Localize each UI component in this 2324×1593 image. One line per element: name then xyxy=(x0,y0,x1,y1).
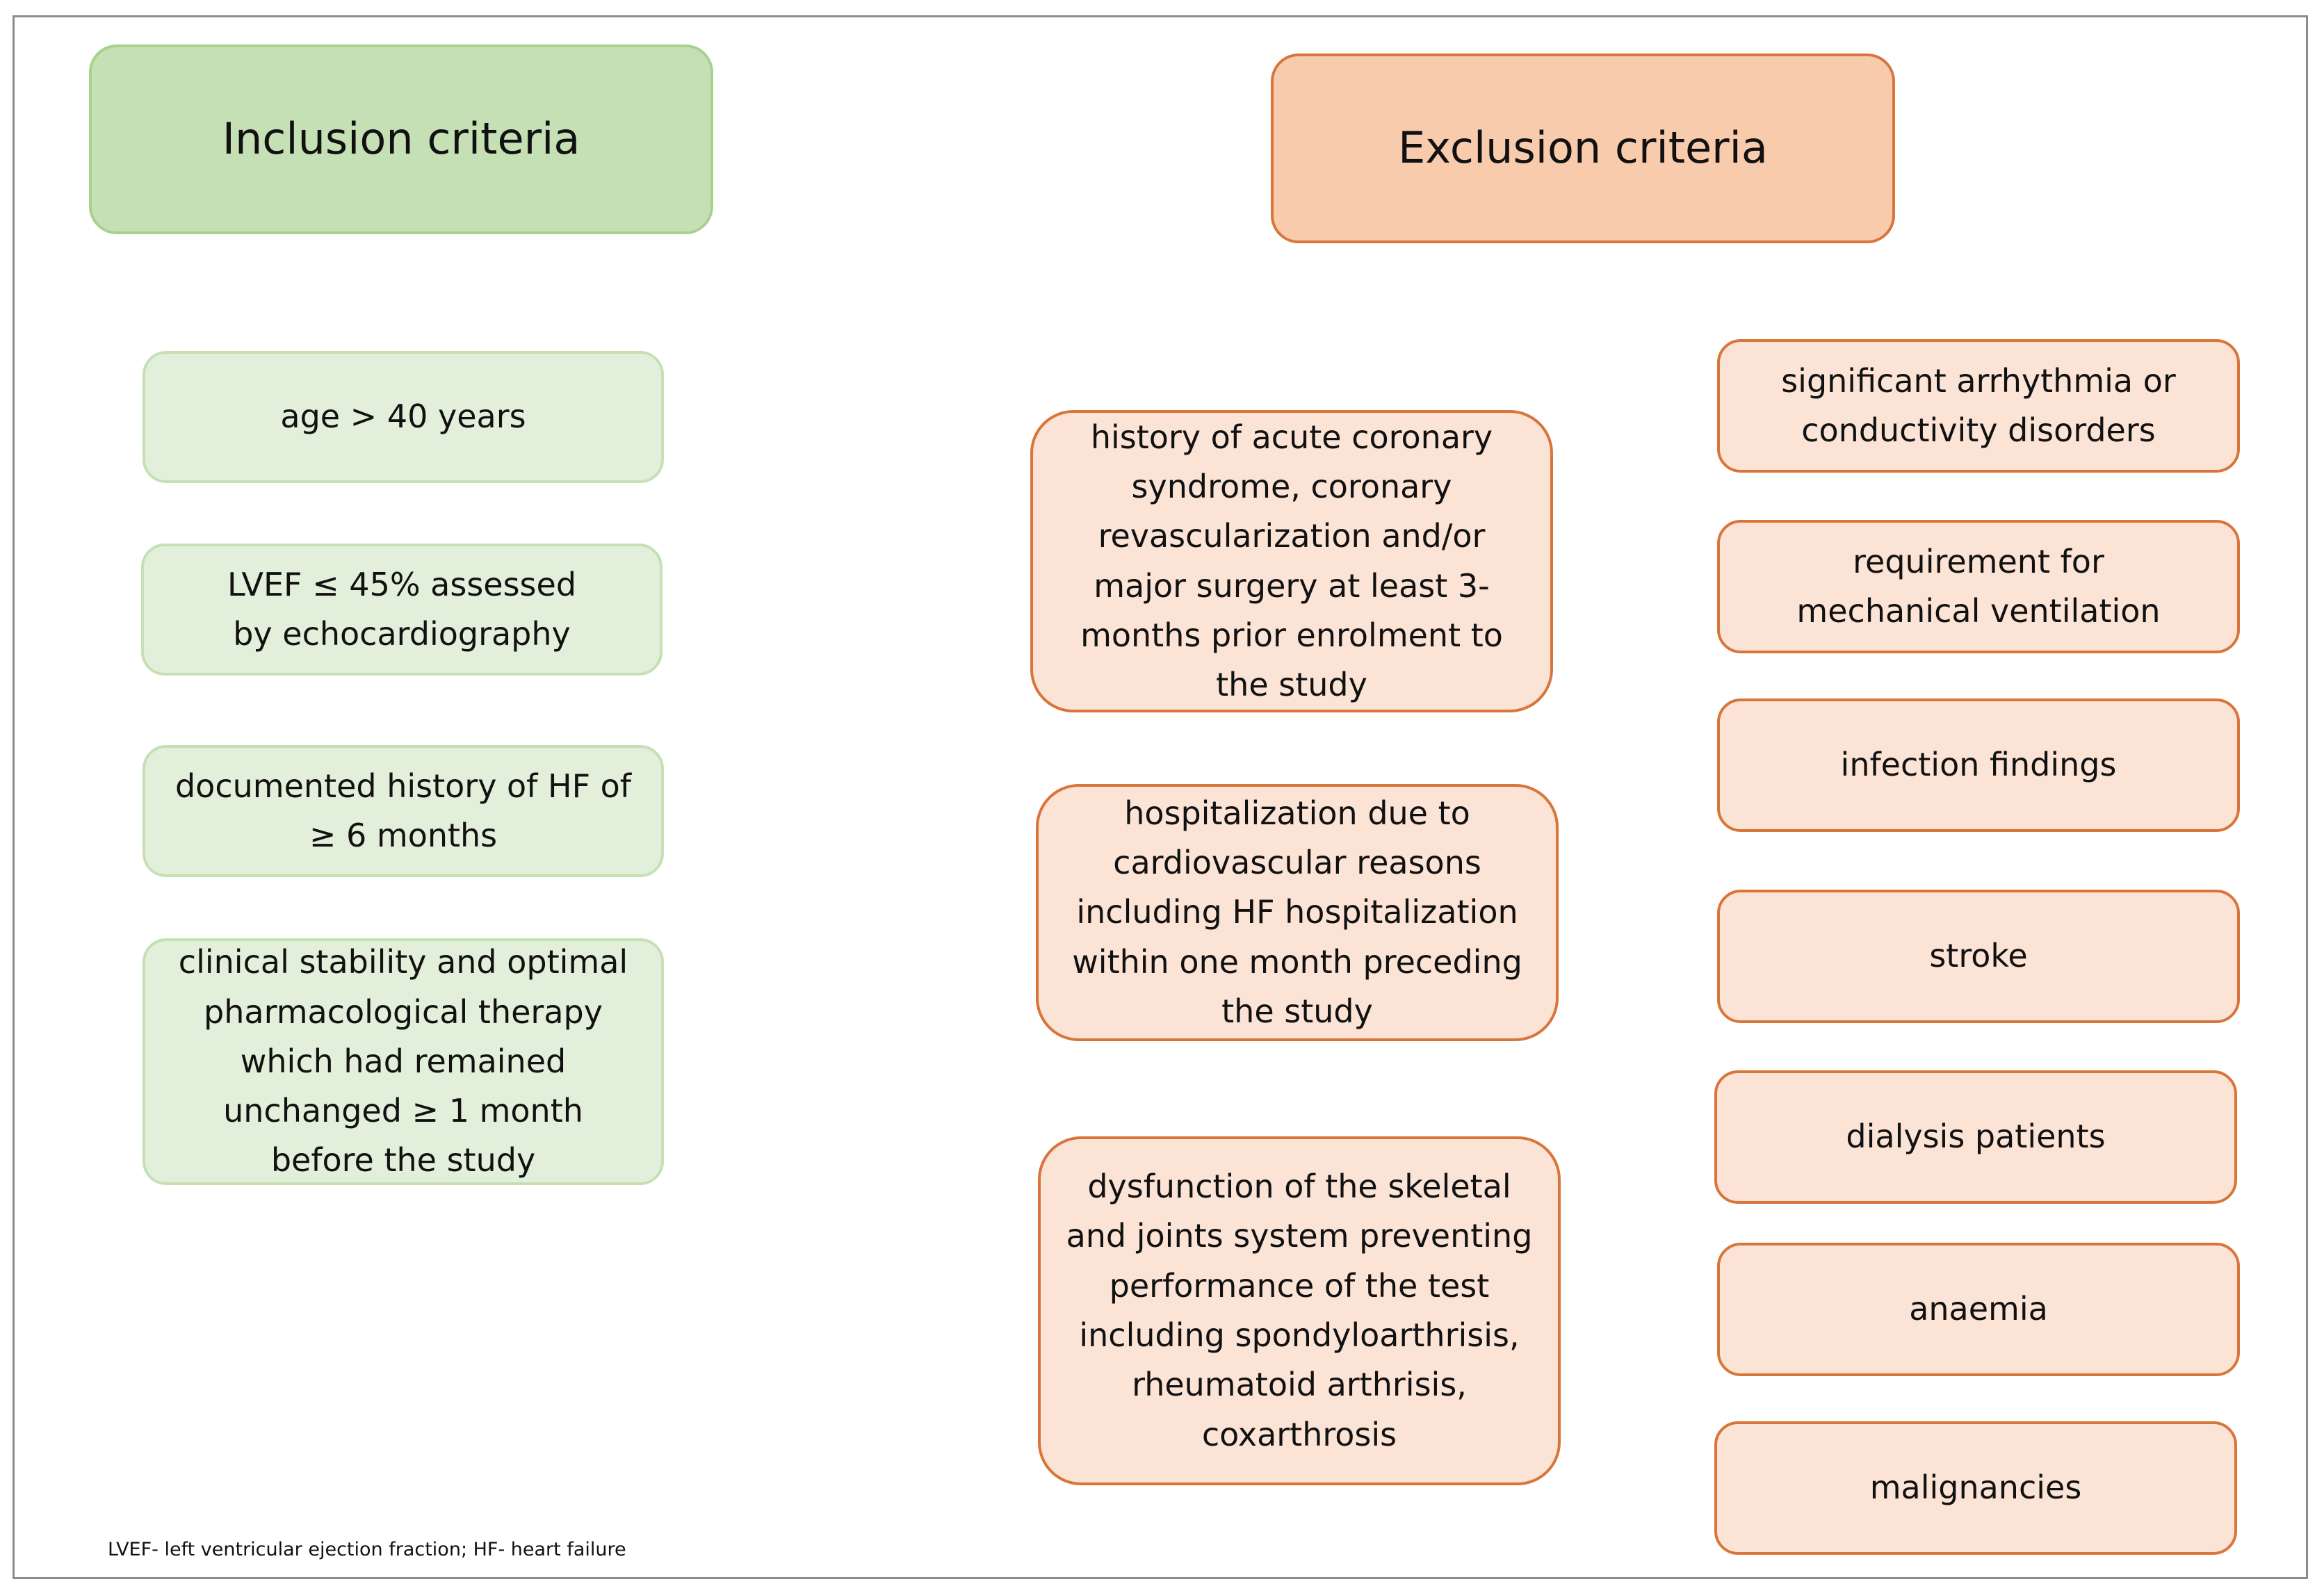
footnote-abbreviations: LVEF- left ventricular ejection fraction… xyxy=(108,1539,626,1560)
exclusion-item-malignancies: malignancies xyxy=(1714,1421,2237,1555)
exclusion-item-dialysis-patients: dialysis patients xyxy=(1714,1070,2237,1204)
exclusion-item-skeletal-dysfunction: dysfunction of the skeletal and joints s… xyxy=(1038,1136,1561,1485)
exclusion-criteria-title: Exclusion criteria xyxy=(1398,122,1768,174)
inclusion-item-lvef: LVEF ≤ 45% assessed by echocardiography xyxy=(141,544,663,676)
exclusion-item-stroke: stroke xyxy=(1717,890,2240,1023)
inclusion-item-age: age > 40 years xyxy=(143,351,664,483)
exclusion-item-acute-coronary-syndrome: history of acute coronary syndrome, coro… xyxy=(1030,410,1553,712)
exclusion-item-arrhythmia: significant arrhythmia or conductivity d… xyxy=(1717,339,2240,473)
inclusion-criteria-title: Inclusion criteria xyxy=(222,113,580,165)
exclusion-criteria-header: Exclusion criteria xyxy=(1271,54,1895,243)
inclusion-item-clinical-stability: clinical stability and optimal pharmacol… xyxy=(143,938,664,1185)
exclusion-item-anaemia: anaemia xyxy=(1717,1243,2240,1376)
inclusion-criteria-header: Inclusion criteria xyxy=(89,44,713,234)
exclusion-item-cardiovascular-hospitalization: hospitalization due to cardiovascular re… xyxy=(1036,784,1559,1041)
exclusion-item-mechanical-ventilation: requirement for mechanical ventilation xyxy=(1717,520,2240,653)
exclusion-item-infection-findings: infection findings xyxy=(1717,699,2240,832)
inclusion-item-hf-history: documented history of HF of ≥ 6 months xyxy=(143,745,664,877)
